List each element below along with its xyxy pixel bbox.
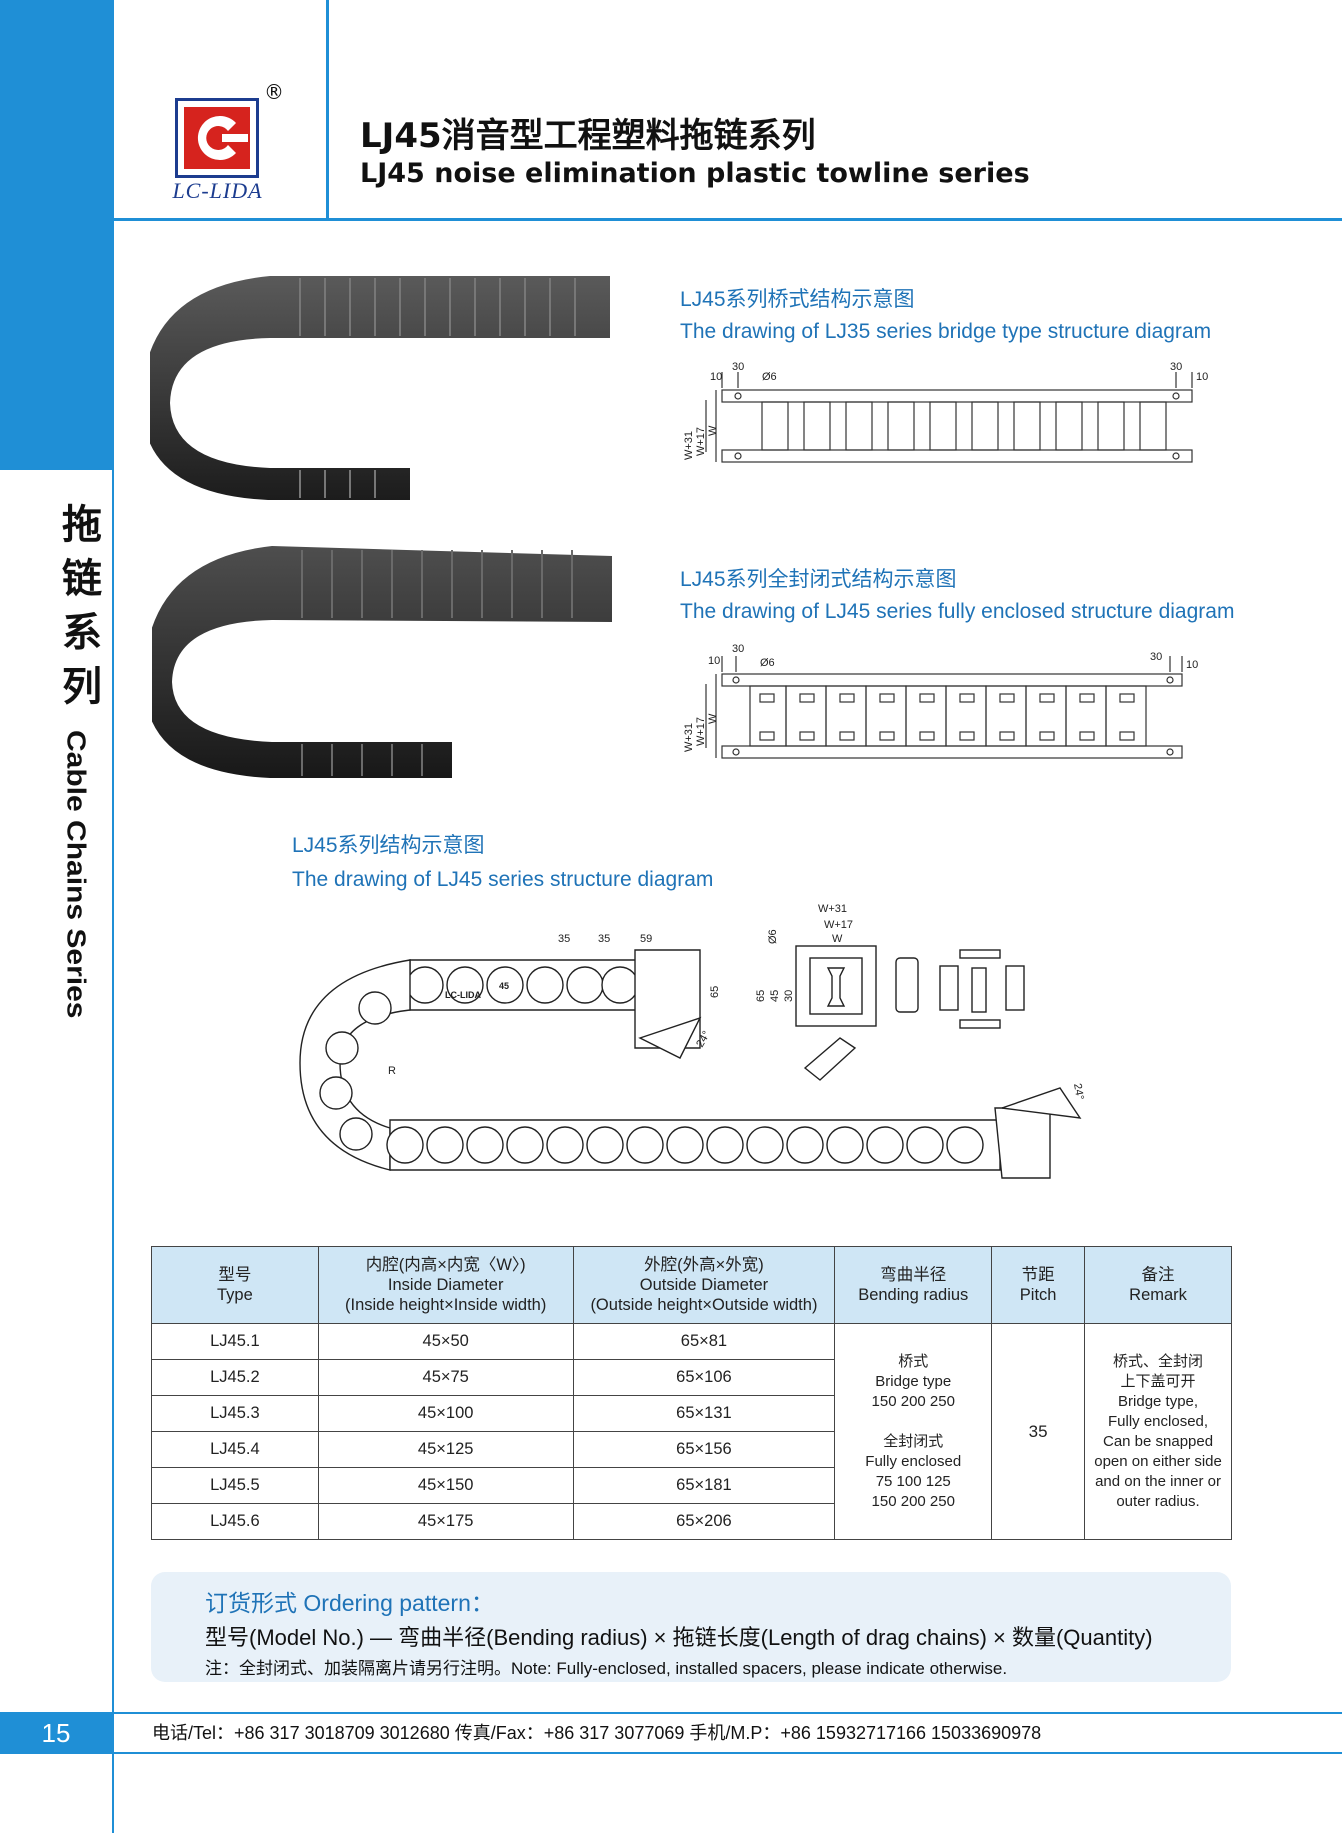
dim-hole: Ø6 [762, 371, 777, 383]
dim-pitch-2: 35 [598, 933, 610, 945]
dim-30-left: 30 [732, 643, 744, 655]
cell-type: LJ45.2 [151, 1359, 319, 1396]
dim-section-hole: Ø6 [767, 929, 779, 944]
dim-10-left: 10 [710, 371, 722, 383]
cell-type: LJ45.6 [151, 1503, 319, 1540]
dim-section-w: W [832, 933, 843, 945]
dim-section-45: 45 [769, 990, 781, 1002]
bridge-caption-en: The drawing of LJ35 series bridge type s… [680, 320, 1212, 343]
enclosed-caption-en: The drawing of LJ45 series fully enclose… [680, 600, 1235, 623]
ordering-title: 订货形式 Ordering pattern： [205, 1590, 494, 1616]
logo-mark-icon [184, 107, 250, 169]
cell-type: LJ45.4 [151, 1431, 319, 1468]
table-row: LJ45.4 45×125 65×156 [151, 1431, 1232, 1468]
header-rule [112, 218, 1342, 221]
bridge-caption-cn: LJ45系列桥式结构示意图 [680, 288, 915, 311]
enclosed-structure-drawing: 10 30 Ø6 30 10 W+31 W+17 W [683, 643, 1198, 759]
footer-rule-top [0, 1712, 1342, 1714]
cell-inside: 45×150 [317, 1467, 574, 1504]
cell-pitch: 35 [991, 1323, 1086, 1540]
dim-section-65: 65 [755, 990, 767, 1002]
ordering-formula: 型号(Model No.) — 弯曲半径(Bending radius) × 拖… [205, 1625, 1153, 1650]
dim-section-w17: W+17 [824, 919, 853, 931]
enclosed-caption-cn: LJ45系列全封闭式结构示意图 [680, 568, 957, 591]
dim-section-w31: W+31 [818, 903, 847, 915]
registered-mark: ® [264, 80, 284, 104]
dim-end-59: 59 [640, 933, 652, 945]
dim-hole: Ø6 [760, 657, 775, 669]
page-title-en: LJ45 noise elimination plastic towline s… [360, 158, 1030, 189]
ordering-panel [151, 1572, 1231, 1682]
enclosed-chain-photo [152, 546, 612, 778]
dim-w31: W+31 [683, 431, 695, 460]
dim-w31: W+31 [683, 723, 695, 752]
link-brand-text: LC-LIDA [445, 990, 481, 1000]
brand-name: LC-LIDA [172, 178, 263, 203]
structure-caption-cn: LJ45系列结构示意图 [292, 834, 485, 857]
cell-type: LJ45.3 [151, 1395, 319, 1432]
side-color-band [0, 0, 112, 470]
cell-outside: 65×106 [572, 1359, 836, 1396]
cell-outside: 65×156 [572, 1431, 836, 1468]
cell-outside: 65×206 [572, 1503, 836, 1540]
dim-10-right: 10 [1196, 371, 1208, 383]
cell-inside: 45×125 [317, 1431, 574, 1468]
dim-30-left: 30 [732, 361, 744, 373]
cell-inside: 45×75 [317, 1359, 574, 1396]
ordering-note: 注：全封闭式、加装隔离片请另行注明。Note: Fully-enclosed, … [205, 1659, 1008, 1678]
dim-w: W [707, 425, 719, 436]
bridge-structure-drawing: 10 30 Ø6 30 10 W+31 W+17 W [683, 361, 1208, 463]
dim-height-65: 65 [709, 986, 721, 998]
left-rule [112, 0, 114, 1833]
dim-10-left: 10 [708, 655, 720, 667]
contact-info: 电话/Tel：+86 317 3018709 3012680 传真/Fax：+8… [152, 1723, 1042, 1743]
dim-angle-lower: 24° [1071, 1082, 1086, 1100]
header-divider [326, 0, 329, 220]
dim-10-right: 10 [1186, 659, 1198, 671]
table-row: LJ45.6 45×175 65×206 [151, 1503, 1232, 1540]
cell-type: LJ45.5 [151, 1467, 319, 1504]
cell-type: LJ45.1 [151, 1323, 319, 1360]
structure-caption-en: The drawing of LJ45 series structure dia… [292, 868, 714, 891]
chain-structure-drawing: 35 35 59 65 24° 24° R W+31 W+17 W Ø6 65 … [299, 903, 1086, 1179]
cell-inside: 45×100 [317, 1395, 574, 1432]
cell-inside: 45×175 [317, 1503, 574, 1540]
cell-outside: 65×131 [572, 1395, 836, 1432]
page-number: 15 [0, 1712, 112, 1754]
link-number: 45 [499, 981, 509, 991]
dim-30-right: 30 [1170, 361, 1182, 373]
cell-outside: 65×181 [572, 1467, 836, 1504]
cell-inside: 45×50 [317, 1323, 574, 1360]
dim-w17: W+17 [695, 717, 707, 746]
dim-radius: R [388, 1065, 396, 1077]
dim-pitch-1: 35 [558, 933, 570, 945]
side-label-en: Cable Chains Series [61, 730, 90, 1019]
page-title-cn: LJ45消音型工程塑料拖链系列 [360, 116, 816, 156]
dim-w: W [707, 713, 719, 724]
side-label-cn: 拖链系列 [62, 502, 102, 710]
dim-w17: W+17 [695, 427, 707, 456]
side-label-en-wrap: Cable Chains Series [58, 730, 106, 1030]
footer-rule-bottom [114, 1752, 1342, 1754]
bridge-chain-photo [150, 276, 610, 500]
dim-section-30: 30 [783, 990, 795, 1002]
col-outside: 外腔(外高×外宽)Outside Diameter(Outside height… [572, 1246, 836, 1324]
brand-logo [175, 98, 259, 178]
table-row: LJ45.5 45×150 65×181 [151, 1467, 1232, 1504]
cell-outside: 65×81 [572, 1323, 836, 1360]
col-inside: 内腔(内高×内宽〈W〉)Inside Diameter(Inside heigh… [317, 1246, 574, 1324]
dim-30-right: 30 [1150, 651, 1162, 663]
